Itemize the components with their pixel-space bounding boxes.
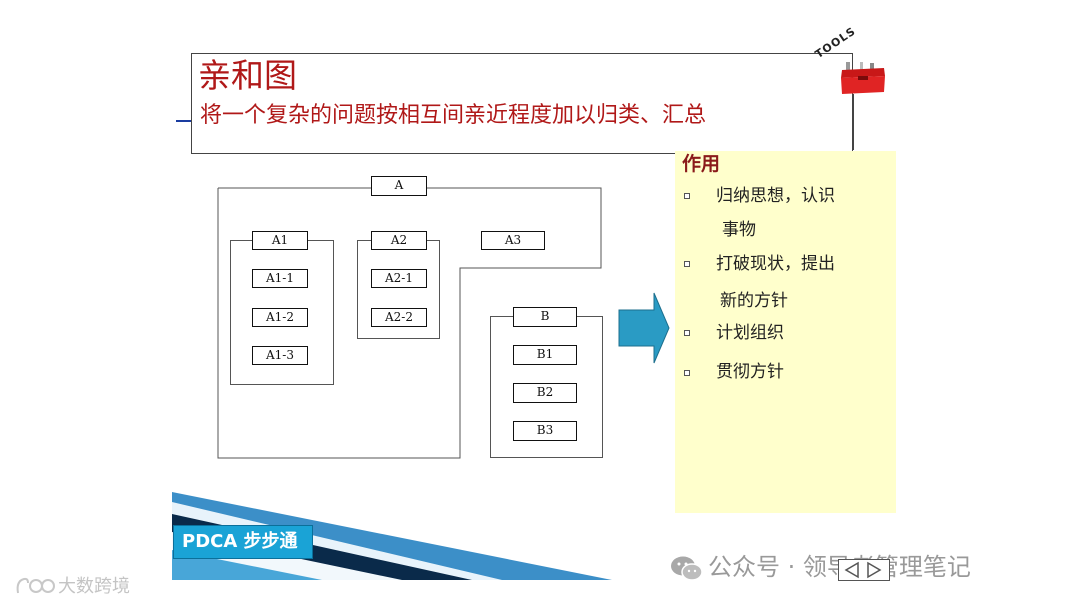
- node-a1: A1: [252, 231, 308, 250]
- title-marker: [176, 120, 191, 122]
- effects-panel: [675, 151, 896, 513]
- panel-item-1-line2: 事物: [722, 220, 756, 240]
- group-a-outline: [217, 187, 602, 459]
- node-b: B: [513, 307, 577, 327]
- bullet-icon: [684, 261, 690, 267]
- bullet-icon: [684, 330, 690, 336]
- prev-next-icon[interactable]: [838, 559, 890, 581]
- panel-item-3-line1: 计划组织: [716, 323, 784, 343]
- node-b3: B3: [513, 421, 577, 441]
- wechat-icon: [671, 556, 703, 581]
- toolbox-connector: [853, 94, 854, 150]
- node-a1-1: A1-1: [252, 269, 308, 288]
- node-b2: B2: [513, 383, 577, 403]
- page-subtitle: 将一个复杂的问题按相互间亲近程度加以归类、汇总: [200, 103, 707, 128]
- bullet-icon: [684, 370, 690, 376]
- watermark-logo-icon: [16, 577, 55, 594]
- pdca-label: PDCA 步步通: [173, 525, 313, 559]
- node-a2: A2: [371, 231, 427, 250]
- panel-item-2-line2: 新的方针: [720, 291, 788, 311]
- panel-title: 作用: [682, 153, 721, 175]
- panel-item-1-line1: 归纳思想，认识: [716, 186, 835, 206]
- node-a: A: [371, 176, 427, 196]
- watermark-text: 大数跨境: [58, 576, 130, 597]
- node-a3: A3: [481, 231, 545, 250]
- node-a1-3: A1-3: [252, 346, 308, 365]
- affinity-diagram: A A1 A1-1 A1-2 A1-3 A2 A2-1 A2-2 A3 B B1…: [210, 168, 620, 468]
- panel-item-2-line1: 打破现状，提出: [716, 254, 835, 274]
- right-arrow-icon: [618, 292, 670, 364]
- node-a1-2: A1-2: [252, 308, 308, 327]
- panel-item-4-line1: 贯彻方针: [716, 362, 784, 382]
- page-title: 亲和图: [198, 56, 297, 95]
- node-a2-2: A2-2: [371, 308, 427, 327]
- toolbox-icon: [841, 62, 885, 94]
- title-frame: [191, 53, 853, 154]
- node-a2-1: A2-1: [371, 269, 427, 288]
- node-b1: B1: [513, 345, 577, 365]
- bullet-icon: [684, 193, 690, 199]
